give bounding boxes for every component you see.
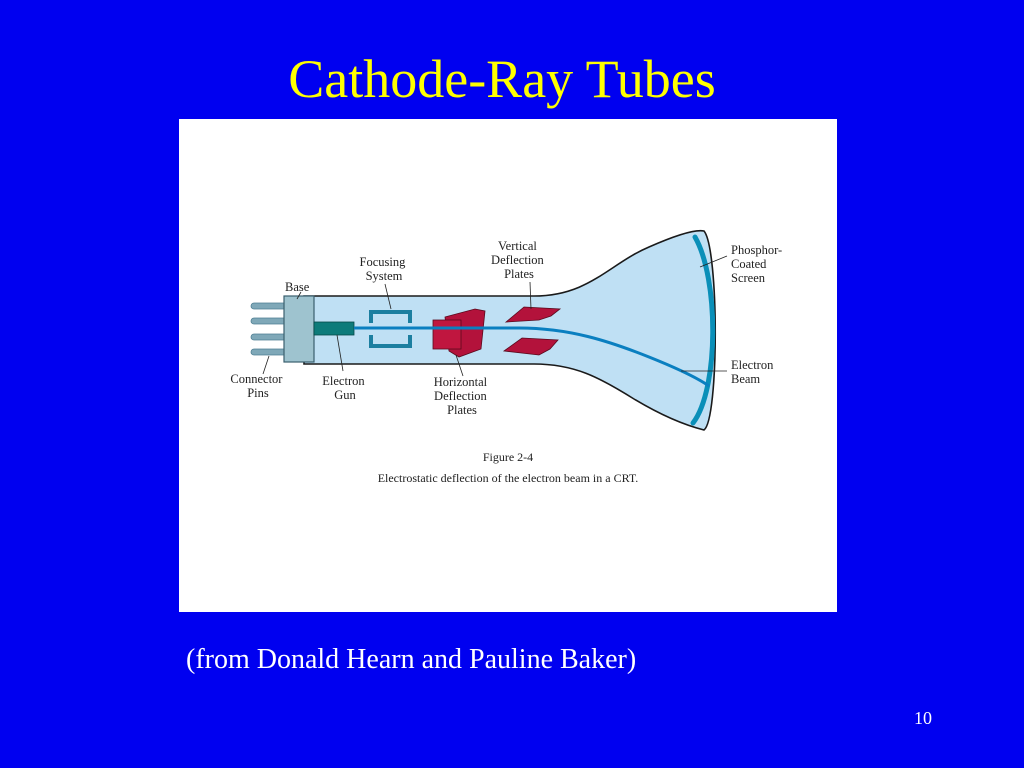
focusing-system-label-line: System xyxy=(366,269,403,283)
slide-title: Cathode-Ray Tubes xyxy=(288,49,716,109)
horizontal-deflection-plates-label: Horizontal Deflection Plates xyxy=(434,375,491,417)
focusing-ring-bottom xyxy=(369,335,412,348)
phosphor-label-line: Screen xyxy=(731,271,766,285)
connector-pins-label-line: Connector xyxy=(230,372,283,386)
electron-gun-label-line: Gun xyxy=(334,388,356,402)
crt-figure: Base Focusing System Vertical Deflection… xyxy=(179,119,837,612)
leader-lines xyxy=(262,255,728,377)
vertical-deflection-plate-bottom xyxy=(502,337,559,356)
horizontal-deflection-label-line: Horizontal xyxy=(434,375,488,389)
tube-base xyxy=(283,295,315,363)
figure-credit: (from Donald Hearn and Pauline Baker) xyxy=(186,644,637,675)
crt-tube-body xyxy=(303,229,716,431)
electron-gun xyxy=(313,321,355,336)
connector-pin xyxy=(250,317,290,325)
horizontal-deflection-label-line: Deflection xyxy=(434,389,488,403)
electron-beam xyxy=(354,326,710,388)
phosphor-label-line: Phosphor- xyxy=(731,243,782,257)
electron-beam-label-line: Electron xyxy=(731,358,774,372)
page-number: 10 xyxy=(914,708,932,728)
vertical-deflection-plate-top xyxy=(504,306,562,323)
connector-pin xyxy=(250,333,290,341)
connector-pin xyxy=(250,348,290,356)
focusing-ring-top xyxy=(369,310,412,323)
phosphor-label-line: Coated xyxy=(731,257,767,271)
focusing-system-label: Focusing System xyxy=(360,255,409,283)
electron-beam-label: Electron Beam xyxy=(731,358,776,386)
electron-gun-label-line: Electron xyxy=(322,374,365,388)
phosphor-coated-screen-label: Phosphor- Coated Screen xyxy=(731,243,785,285)
vertical-deflection-label-line: Deflection xyxy=(491,253,545,267)
electron-beam-label-line: Beam xyxy=(731,372,760,386)
electron-gun-label: Electron Gun xyxy=(322,374,367,402)
figure-caption: Electrostatic deflection of the electron… xyxy=(378,471,639,485)
phosphor-screen xyxy=(690,234,716,426)
base-label: Base xyxy=(285,280,310,294)
crt-diagram: Base Focusing System Vertical Deflection… xyxy=(230,229,785,485)
vertical-deflection-label-line: Vertical xyxy=(498,239,537,253)
figure-number: Figure 2-4 xyxy=(483,450,533,464)
focusing-system-label-line: Focusing xyxy=(360,255,407,269)
vertical-deflection-plates-label: Vertical Deflection Plates xyxy=(491,239,547,281)
horizontal-deflection-plate-front xyxy=(432,319,462,350)
vertical-deflection-label-line: Plates xyxy=(504,267,534,281)
connector-pins-label-line: Pins xyxy=(247,386,269,400)
horizontal-deflection-label-line: Plates xyxy=(447,403,477,417)
connector-pins-label: Connector Pins xyxy=(230,372,285,400)
connector-pin xyxy=(250,302,290,310)
